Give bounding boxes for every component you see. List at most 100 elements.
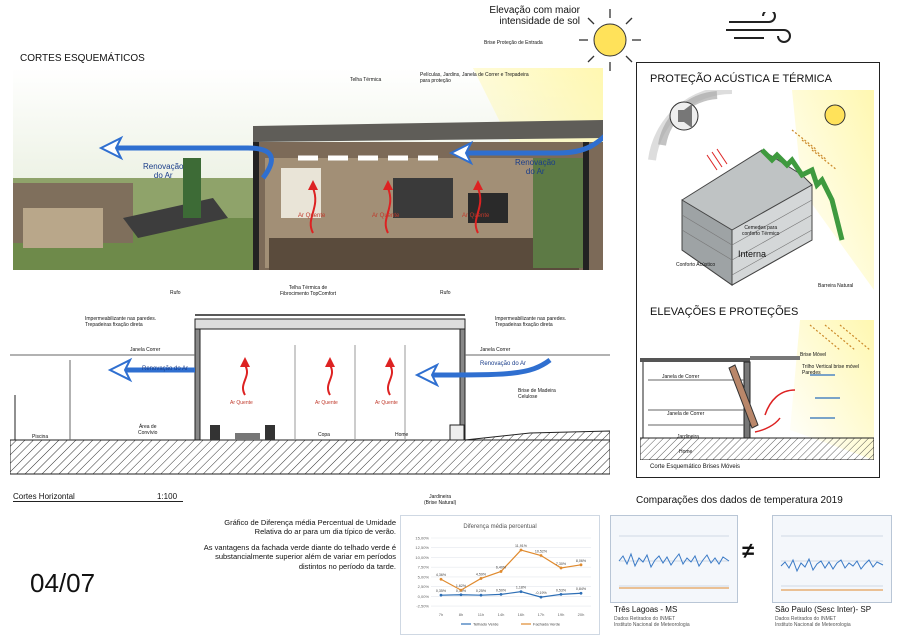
jardineira-label: Jardineira (Brise Natural)	[424, 494, 457, 506]
peliculas-label: Películas, Jardins, Janela de Correr e T…	[420, 72, 529, 84]
x-tick-label: 17h	[538, 612, 545, 617]
area-convivio-label: Área de Convívio	[138, 424, 158, 436]
data-label: 11,91%	[515, 544, 528, 548]
janela-left-label: Janela Correr	[130, 347, 161, 353]
elev-brise-movel: Brise Móvel	[800, 352, 827, 358]
interna-label: Interna	[738, 249, 767, 259]
data-point	[479, 577, 483, 580]
elev-janela-correr-1: Janela de Correr	[662, 374, 700, 380]
x-tick-label: 7h	[439, 612, 443, 617]
conforto-acustico-label: Conforto Acústico	[676, 262, 716, 268]
data-label: 0,84%	[576, 587, 587, 591]
barreira-natural-label: Barreira Natural	[818, 283, 854, 289]
data-point	[539, 595, 543, 599]
section-ar-quente-3: Ar Quente	[375, 400, 398, 406]
cortes-horizontal-label: Cortes Horizontal	[13, 492, 183, 502]
render-renovacao-left: Renovação do Ar	[143, 162, 184, 180]
data-point	[459, 588, 463, 592]
render-ar-quente-3: Ar Quente	[462, 213, 490, 219]
data-point	[439, 577, 443, 581]
temp-chart-tres-lagoas	[610, 515, 738, 603]
data-label: 6,40%	[496, 565, 507, 569]
elev-trilho: Trilho Vertical brise móvel Paredes	[802, 364, 860, 376]
brise-entrada-label: Brise Proteção de Entrada	[484, 40, 543, 46]
protection-title: PROTEÇÃO ACÚSTICA E TÉRMICA	[650, 73, 832, 85]
cemedes-label: Cemedes para conforto Térmico	[742, 225, 780, 237]
series-line	[440, 591, 582, 598]
legend-label: Fachada Verde	[533, 622, 561, 627]
data-label: 8,06%	[576, 559, 587, 563]
data-label: 1,18%	[516, 586, 527, 590]
data-label: 0,50%	[496, 588, 507, 592]
imper-right-label: Impermeabilizante nas paredes. Trepadeir…	[495, 316, 567, 328]
sun-title: Elevação com maior intensidade de sol	[489, 5, 580, 27]
scale-label: 1:100	[157, 492, 178, 501]
elevation-diagram	[640, 320, 874, 460]
chart-title: Diferença média percentual	[463, 524, 536, 530]
elev-jardineira: Jardineira	[677, 434, 699, 440]
y-tick-label: 7,50%	[418, 565, 430, 570]
page-number: 04/07	[30, 568, 96, 598]
data-label: 10,52%	[535, 550, 548, 554]
comparisons-title: Comparações dos dados de temperatura 201…	[636, 495, 843, 506]
rufo-right-label: Rufo	[440, 290, 451, 296]
not-equal-sign: ≠	[742, 538, 755, 563]
imper-left-label: Impermeabilizante nas paredes. Trepadeir…	[85, 316, 157, 328]
corte-caption: Corte Esquemático Brises Móveis	[650, 464, 741, 470]
render-ar-quente-2: Ar Quente	[372, 213, 400, 219]
data-point	[459, 593, 463, 597]
render-image	[13, 68, 603, 270]
piscina-label: Piscina	[32, 434, 49, 440]
series-line	[440, 549, 582, 591]
data-point	[579, 563, 583, 567]
sun-icon	[579, 9, 641, 71]
temp-chart-sao-paulo	[772, 515, 892, 603]
data-point	[579, 591, 583, 595]
data-point	[439, 593, 443, 597]
section-drawing	[10, 314, 610, 475]
x-tick-label: 16h	[518, 612, 525, 617]
y-tick-label: 0,00%	[418, 594, 430, 599]
humidity-chart: Diferença média percentual 15,00% 12,50% 10…	[400, 515, 600, 635]
humidity-chart-svg: Diferença média percentual 15,00% 12,50% 10…	[415, 524, 591, 627]
x-tick-label: 19h	[558, 612, 565, 617]
wind-icon	[726, 12, 791, 43]
janela-right-label: Janela Correr	[480, 347, 511, 353]
data-label: 4,36%	[436, 573, 447, 577]
cortes-title: CORTES ESQUEMÁTICOS	[20, 53, 145, 64]
city-right-label: São Paulo (Sesc Inter)- SP	[775, 605, 872, 614]
y-tick-label: 12,50%	[415, 545, 429, 550]
legend-label: Telhado Verde	[473, 622, 499, 627]
chart-caption: Gráfico de Diferença média Percentual de…	[203, 518, 396, 571]
section-renovacao-right: Renovação do Ar	[480, 361, 527, 367]
section-ar-quente-1: Ar Quente	[230, 400, 253, 406]
x-tick-label: 8h	[459, 612, 463, 617]
data-label: 7,30%	[556, 562, 567, 566]
data-point	[539, 554, 543, 557]
data-label: 4,59%	[476, 572, 487, 576]
data-point	[499, 570, 503, 573]
wall-diagram	[648, 90, 874, 290]
render-renovacao-right: Renovação do Ar	[515, 158, 556, 176]
render-ar-quente-1: Ar Quente	[298, 213, 326, 219]
source-left: Dados Retirados do INMET Instituto Nacio…	[614, 616, 690, 628]
data-label: 1,62%	[456, 584, 467, 588]
city-left-label: Três Lagoas - MS	[614, 605, 678, 614]
y-tick-label: -2,50%	[416, 604, 429, 609]
brise-madeira-label: Brise de Madeira Celulose	[518, 388, 556, 400]
data-label: -0,19%	[535, 591, 547, 595]
home-label: Home	[395, 432, 409, 438]
data-label: 0,53%	[556, 588, 567, 592]
elev-title: ELEVAÇÕES E PROTEÇÕES	[650, 306, 799, 318]
x-tick-label: 11h	[478, 612, 484, 617]
data-point	[499, 592, 503, 596]
data-point	[479, 593, 483, 597]
telha-termica-label: Telha Térmica	[350, 77, 382, 83]
section-ar-quente-2: Ar Quente	[315, 400, 338, 406]
telha-fibrocimento-label: Telha Térmica de Fibrocimento TopComfort	[280, 285, 337, 297]
y-tick-label: 2,50%	[418, 584, 430, 589]
elev-janela-correr-2: Janela de Correr	[667, 411, 705, 417]
x-tick-label: 14h	[498, 612, 505, 617]
y-tick-label: 15,00%	[415, 536, 429, 541]
